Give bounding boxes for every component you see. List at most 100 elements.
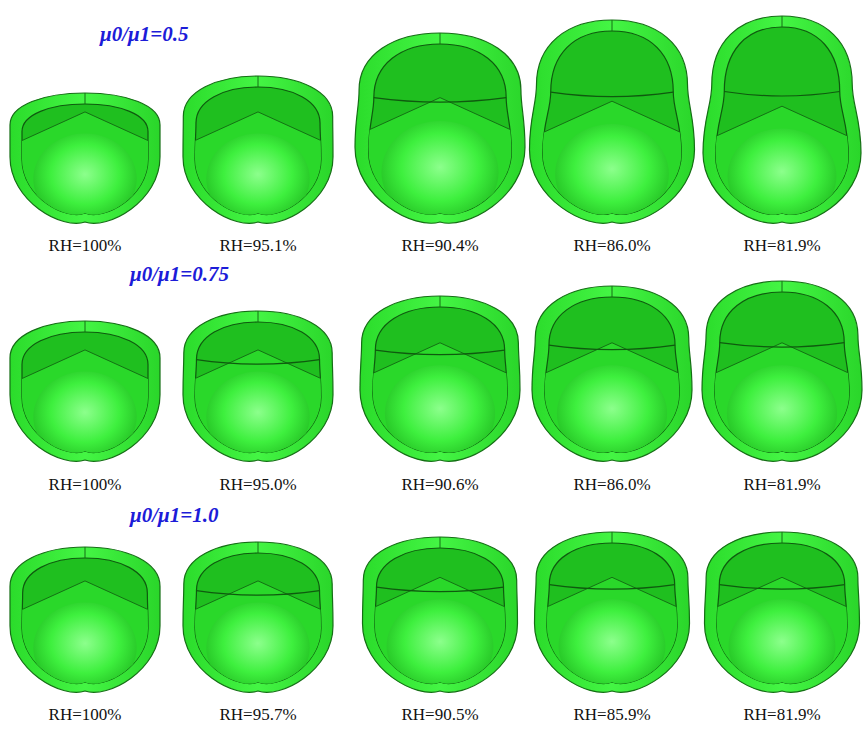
cut-edge (258, 76, 259, 87)
inner-core (540, 577, 683, 702)
inner-sphere (206, 603, 309, 694)
inner-sphere (33, 134, 136, 225)
inner-wedge (361, 98, 518, 233)
inner-sphere (727, 365, 837, 462)
cut-edge (782, 16, 783, 27)
inner-sphere (385, 365, 495, 462)
inner-wedge (538, 343, 686, 471)
swollen-shell (702, 281, 862, 471)
humidity-label: RH=100% (49, 705, 122, 725)
cut-edge (85, 93, 86, 104)
inner-sphere (33, 372, 136, 463)
inner-core (16, 581, 155, 702)
humidity-label: RH=81.9% (743, 705, 820, 725)
inner-wedge (708, 343, 856, 471)
swollen-shell (183, 311, 333, 471)
humidity-label: RH=86.0% (573, 236, 650, 256)
inner-core (361, 98, 518, 233)
cut-edge (440, 296, 441, 307)
swollen-shell (183, 542, 333, 702)
inner-wedge (366, 343, 514, 471)
humidity-label: RH=100% (49, 236, 122, 256)
inner-wedge (16, 581, 155, 702)
inner-core (189, 112, 328, 233)
ratio-title: μ0/μ1=0.75 (130, 262, 229, 287)
inner-sphere (381, 121, 498, 224)
swollen-shell (705, 532, 860, 702)
humidity-label: RH=95.7% (219, 705, 296, 725)
cut-edge (782, 281, 783, 292)
humidity-label: RH=90.6% (401, 475, 478, 495)
inner-sphere (557, 365, 667, 462)
cut-edge (85, 321, 86, 332)
humidity-label: RH=81.9% (743, 475, 820, 495)
inner-core (708, 343, 856, 471)
humidity-label: RH=86.0% (573, 475, 650, 495)
band-line (196, 591, 319, 596)
inner-core (366, 343, 514, 471)
inner-sphere (206, 134, 309, 225)
swollen-shell (530, 20, 695, 233)
inner-core (189, 350, 328, 471)
inner-sphere (559, 599, 666, 693)
inner-core (368, 577, 511, 702)
humidity-label: RH=95.1% (219, 236, 296, 256)
inner-core (189, 581, 328, 702)
ratio-title: μ0/μ1=0.5 (100, 22, 188, 47)
inner-wedge (16, 112, 155, 233)
swollen-shell (363, 537, 518, 702)
humidity-label: RH=95.0% (219, 475, 296, 495)
swollen-shell (355, 33, 525, 233)
cut-edge (440, 537, 441, 548)
inner-wedge (16, 350, 155, 471)
swollen-shell (10, 93, 160, 233)
inner-sphere (729, 599, 836, 693)
inner-wedge (709, 106, 855, 233)
inner-core (536, 101, 688, 233)
cut-edge (612, 20, 613, 31)
swollen-shell (10, 547, 160, 702)
band-line (724, 91, 839, 96)
swollen-shell (532, 286, 692, 471)
inner-wedge (540, 577, 683, 702)
humidity-label: RH=100% (49, 475, 122, 495)
band-line (549, 585, 674, 590)
cut-edge (440, 33, 441, 44)
inner-wedge (189, 581, 328, 702)
swollen-shell (360, 296, 520, 471)
humidity-label: RH=90.4% (401, 236, 478, 256)
inner-core (16, 350, 155, 471)
inner-sphere (206, 372, 309, 463)
band-line (374, 98, 506, 103)
humidity-label: RH=81.9% (743, 236, 820, 256)
ratio-title: μ0/μ1=1.0 (130, 503, 218, 528)
swollen-shell (703, 16, 861, 233)
humidity-label: RH=90.5% (401, 705, 478, 725)
inner-wedge (368, 577, 511, 702)
cut-edge (258, 311, 259, 322)
band-line (196, 360, 319, 365)
band-line (549, 345, 675, 350)
band-line (719, 585, 844, 590)
swollen-shell (183, 76, 333, 233)
inner-sphere (555, 124, 669, 224)
inner-sphere (387, 599, 494, 693)
inner-wedge (536, 101, 688, 233)
cut-edge (612, 286, 613, 297)
cut-edge (258, 542, 259, 553)
inner-wedge (189, 112, 328, 233)
band-line (376, 587, 503, 592)
inner-core (16, 112, 155, 233)
inner-core (709, 106, 855, 233)
inner-wedge (710, 577, 853, 702)
swollen-shell (535, 532, 690, 702)
swollen-shell (10, 321, 160, 471)
cut-edge (782, 532, 783, 543)
band-line (720, 343, 844, 348)
inner-sphere (728, 128, 837, 224)
cut-edge (85, 547, 86, 558)
inner-wedge (189, 350, 328, 471)
inner-sphere (33, 603, 136, 694)
